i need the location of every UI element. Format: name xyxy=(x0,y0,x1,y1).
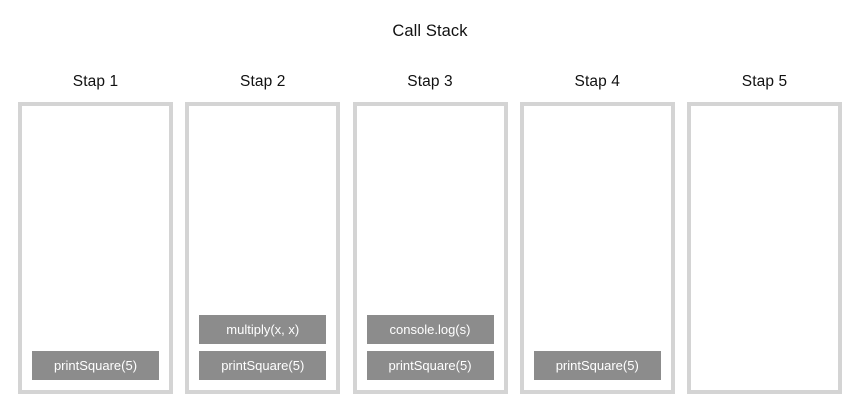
stack-box-2: multiply(x, x) printSquare(5) xyxy=(185,102,341,394)
stack-box-4: printSquare(5) xyxy=(519,102,675,394)
stack-column-2: Stap 2 multiply(x, x) printSquare(5) xyxy=(185,72,341,394)
column-header-stap-3: Stap 3 xyxy=(407,73,453,90)
stack-frame: console.log(s) xyxy=(366,315,494,344)
stack-box-5 xyxy=(687,102,842,394)
stack-frame: printSquare(5) xyxy=(32,351,159,380)
stack-column-1: Stap 1 printSquare(5) xyxy=(18,72,173,394)
stack-column-4: Stap 4 printSquare(5) xyxy=(519,72,675,394)
column-header-stap-2: Stap 2 xyxy=(240,73,286,90)
stack-box-3: console.log(s) printSquare(5) xyxy=(352,102,508,394)
column-header-stap-1: Stap 1 xyxy=(72,73,119,90)
column-header-stap-5: Stap 5 xyxy=(741,73,788,90)
stack-columns-container: Stap 1 printSquare(5) Stap 2 multiply(x,… xyxy=(18,72,842,394)
stack-column-5: Stap 5 xyxy=(687,72,842,394)
stack-frame: printSquare(5) xyxy=(533,351,661,380)
stack-frame: printSquare(5) xyxy=(199,351,327,380)
stack-box-1: printSquare(5) xyxy=(18,102,173,394)
stack-column-3: Stap 3 console.log(s) printSquare(5) xyxy=(352,72,508,394)
stack-frame: printSquare(5) xyxy=(366,351,494,380)
page-title: Call Stack xyxy=(392,22,468,40)
stack-frame: multiply(x, x) xyxy=(199,315,327,344)
column-header-stap-4: Stap 4 xyxy=(574,73,620,90)
